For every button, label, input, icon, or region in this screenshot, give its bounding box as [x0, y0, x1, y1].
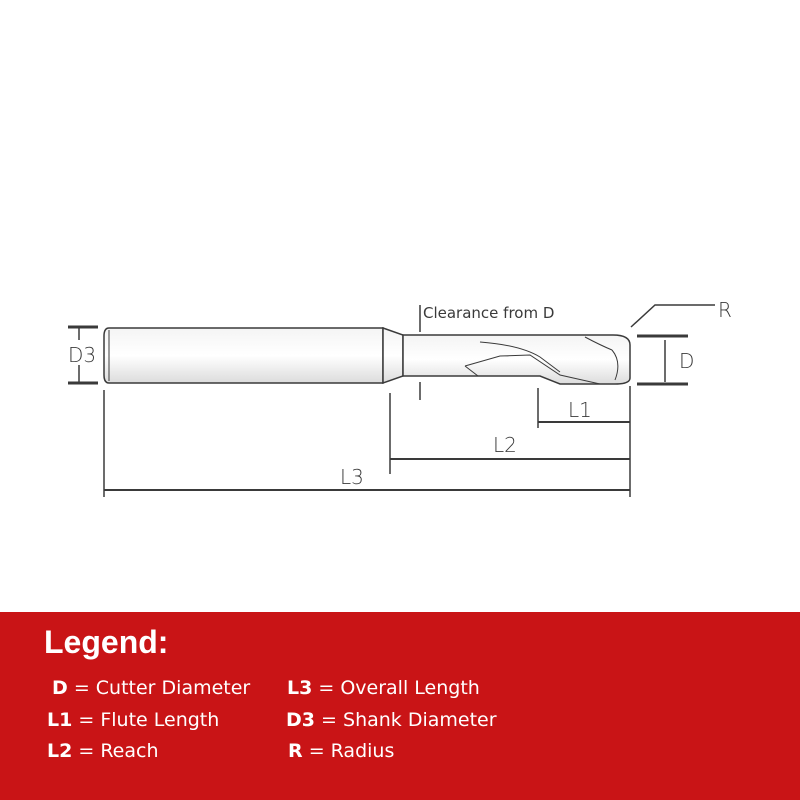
radius-label: R — [718, 298, 732, 322]
legend-key: L3 — [287, 677, 313, 699]
legend-title: Legend: — [44, 624, 169, 660]
end-mill-diagram: Clearance from D R D D3 L1 L2 L3 — [68, 298, 732, 497]
legend-entry: L2 = Reach — [47, 740, 159, 762]
overall-length-label: L3 — [340, 465, 364, 489]
legend-desc: = Flute Length — [78, 709, 220, 731]
tool-body — [103, 326, 631, 385]
legend-desc: = Cutter Diameter — [73, 677, 251, 699]
neck-and-cutter — [402, 334, 631, 385]
legend-key: D — [52, 677, 68, 699]
legend-entry: D = Cutter Diameter — [52, 677, 250, 699]
shank — [103, 327, 384, 384]
flute-length-label: L1 — [568, 398, 592, 422]
legend-desc: = Reach — [78, 740, 159, 762]
legend-desc: = Shank Diameter — [321, 709, 497, 731]
legend-key: R — [288, 740, 303, 762]
legend-desc: = Overall Length — [318, 677, 480, 699]
legend-key: D3 — [286, 709, 315, 731]
legend-entry: D3 = Shank Diameter — [286, 709, 497, 731]
legend-entry: L1 = Flute Length — [47, 709, 219, 731]
legend-key: L1 — [47, 709, 73, 731]
dimension-lines — [68, 304, 715, 497]
chamfer — [382, 326, 404, 385]
legend-entry: R = Radius — [288, 740, 394, 762]
clearance-label: Clearance from D — [423, 304, 554, 322]
cutter-diameter-label: D — [679, 349, 694, 373]
shank-diameter-label: D3 — [68, 343, 96, 367]
legend-panel: Legend: D = Cutter Diameter L1 = Flute L… — [0, 612, 800, 800]
legend-key: L2 — [47, 740, 73, 762]
flute — [464, 336, 619, 385]
legend-entry: L3 = Overall Length — [287, 677, 480, 699]
reach-label: L2 — [493, 433, 517, 457]
legend-desc: = Radius — [308, 740, 395, 762]
